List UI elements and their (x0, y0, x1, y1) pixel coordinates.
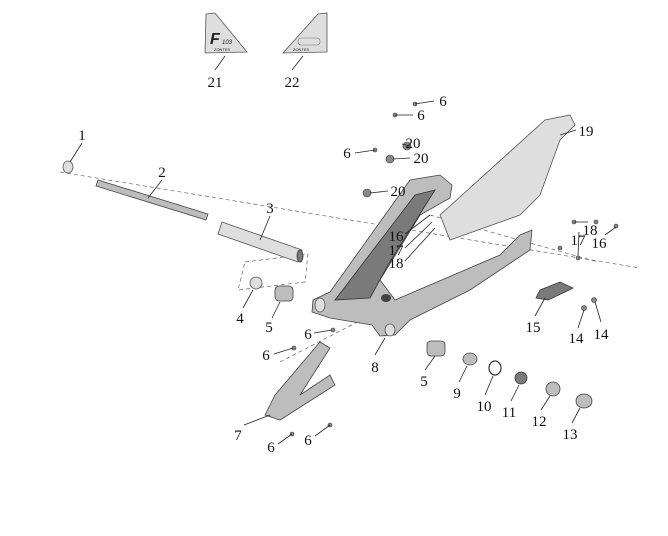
part-pivot-tube (217, 221, 303, 263)
callout-7: 7 (234, 428, 242, 444)
callout-6: 6 (439, 94, 447, 110)
callout-19: 19 (579, 124, 594, 140)
callout-13: 13 (563, 427, 578, 443)
callout-14: 14 (594, 327, 610, 343)
part-pivot-axle (95, 179, 209, 221)
callout-16: 16 (592, 236, 608, 252)
callout-18: 18 (583, 223, 598, 239)
part-bearing (462, 352, 478, 366)
callout-2: 2 (158, 165, 166, 181)
callout-4: 4 (236, 311, 244, 327)
part-bracket (535, 281, 574, 301)
leader-lines (69, 55, 617, 445)
callout-6: 6 (304, 433, 312, 449)
part-bushing (426, 340, 446, 357)
small-fasteners (289, 101, 619, 437)
callout-21: 21 (208, 75, 223, 91)
callout-22: 22 (285, 75, 300, 91)
callout-8: 8 (371, 360, 379, 376)
callout-6: 6 (343, 146, 351, 162)
callout-17: 17 (389, 243, 405, 259)
callout-6: 6 (304, 327, 312, 343)
callout-20: 20 (414, 151, 429, 167)
part-cap (575, 393, 593, 409)
part-bushing (274, 285, 294, 302)
part-swingarm (311, 174, 533, 337)
callout-14: 14 (569, 331, 585, 347)
callout-16: 16 (389, 229, 405, 245)
part-bearing (545, 381, 561, 397)
callout-11: 11 (502, 405, 516, 421)
callout-20: 20 (406, 136, 421, 152)
callout-3: 3 (266, 201, 274, 217)
callout-15: 15 (526, 320, 541, 336)
part-chain-slider (264, 341, 336, 421)
decal-22: ZONTES (282, 12, 328, 54)
decal-21: F 103 ZONTES (204, 12, 248, 54)
callout-12: 12 (532, 414, 547, 430)
callout-17: 17 (571, 233, 587, 249)
callout-10: 10 (477, 399, 492, 415)
callout-6: 6 (267, 440, 275, 456)
callout-18: 18 (389, 256, 404, 272)
callout-5: 5 (265, 320, 273, 336)
part-seal (249, 276, 263, 290)
decal-brand: ZONTES (293, 47, 310, 52)
callout-20: 20 (391, 184, 406, 200)
part-nut (62, 160, 74, 174)
callout-1: 1 (78, 128, 86, 144)
decal-logo-letter: F (210, 31, 221, 48)
callout-labels: 21 22 6 6 1 19 20 6 20 2 20 3 18 16 17 1… (78, 75, 609, 456)
part-chain-guard (439, 114, 576, 241)
decal-logo-number: 103 (222, 40, 233, 46)
callout-6: 6 (417, 108, 425, 124)
callout-9: 9 (453, 386, 461, 402)
callout-5: 5 (420, 374, 428, 390)
part-washer (514, 371, 528, 385)
decal-brand: ZONTES (214, 47, 231, 52)
part-circlip (488, 360, 502, 376)
callout-6: 6 (262, 348, 270, 364)
